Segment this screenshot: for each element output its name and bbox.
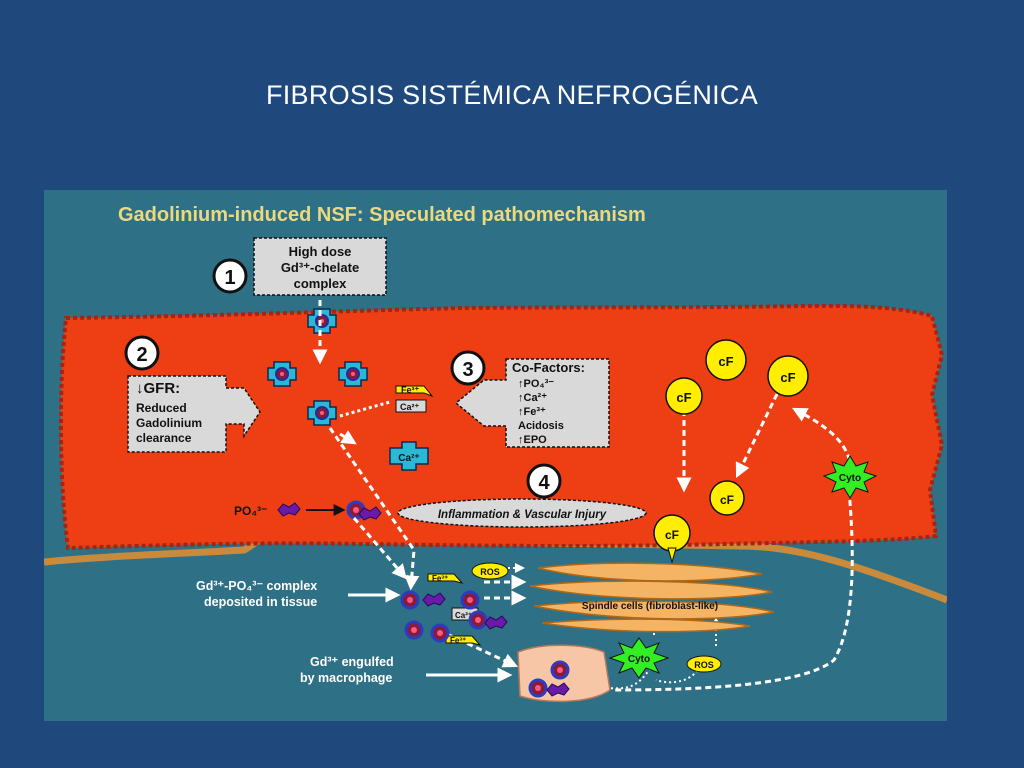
- svg-text:Gd³⁺ engulfed: Gd³⁺ engulfed: [310, 655, 394, 669]
- pathomechanism-figure: Gadolinium-induced NSF: Speculated patho…: [44, 190, 947, 721]
- po4-ion: [422, 592, 446, 607]
- box1-line-3: complex: [294, 276, 348, 291]
- svg-text:cF: cF: [718, 354, 733, 369]
- svg-text:Ca²⁺: Ca²⁺: [398, 453, 419, 464]
- svg-text:Ca²⁺: Ca²⁺: [400, 402, 420, 412]
- svg-text:Fe³⁺: Fe³⁺: [450, 636, 466, 645]
- svg-text:1: 1: [224, 267, 235, 289]
- cyto-burst: Cyto: [822, 455, 878, 499]
- svg-text:Fe³⁺: Fe³⁺: [401, 385, 420, 395]
- gd-ion: [404, 620, 424, 640]
- cf-marker: cF: [709, 480, 745, 516]
- box3-line-2: ↑Ca²⁺: [518, 392, 547, 404]
- ca-ion-vessel: Ca²⁺: [395, 399, 427, 413]
- macrophage: [517, 644, 611, 703]
- box3-line-4: Acidosis: [518, 420, 564, 432]
- box-cofactors: Co-Factors: ↑PO₄³⁻ ↑Ca²⁺ ↑Fe³⁺ Acidosis …: [454, 358, 610, 448]
- svg-text:ROS: ROS: [694, 660, 714, 670]
- svg-text:Cyto: Cyto: [839, 473, 861, 484]
- figure-title: Gadolinium-induced NSF: Speculated patho…: [118, 204, 646, 226]
- svg-text:2: 2: [136, 344, 147, 366]
- spindle-label: Spindle cells (fibroblast-like): [582, 601, 718, 612]
- gd-ion: [460, 590, 480, 610]
- ros-marker: ROS: [471, 562, 509, 580]
- svg-text:4: 4: [538, 472, 550, 494]
- svg-text:3: 3: [462, 359, 473, 381]
- box1-line-2: Gd³⁺-chelate: [281, 260, 359, 275]
- svg-text:cF: cF: [720, 493, 734, 507]
- svg-text:deposited in tissue: deposited in tissue: [204, 595, 317, 609]
- cf-marker: cF: [705, 339, 747, 381]
- cf-marker: cF: [665, 377, 703, 415]
- svg-text:Inflammation & Vascular Injury: Inflammation & Vascular Injury: [438, 509, 607, 521]
- gd-ion: [400, 590, 420, 610]
- svg-text:Cyto: Cyto: [628, 654, 650, 665]
- ros-marker: ROS: [686, 655, 722, 673]
- step-badge-3: 3: [450, 350, 486, 386]
- svg-text:Ca²⁺: Ca²⁺: [455, 611, 472, 620]
- step-badge-1: 1: [212, 258, 248, 294]
- gd-ion: [430, 623, 450, 643]
- box2-line-2: Gadolinium: [136, 416, 202, 430]
- slide-title: FIBROSIS SISTÉMICA NEFROGÉNICA: [265, 80, 759, 110]
- box3-line-3: ↑Fe³⁺: [518, 406, 546, 418]
- box1-line-1: High dose: [289, 244, 352, 259]
- fe-ion-vessel: Fe³⁺: [395, 385, 434, 398]
- box2-header: ↓GFR:: [136, 380, 180, 397]
- fe-ion-tissue: Fe³⁺: [427, 573, 464, 584]
- svg-text:ROS: ROS: [480, 567, 500, 577]
- box2-line-1: Reduced: [136, 401, 187, 415]
- svg-text:by macrophage: by macrophage: [300, 671, 392, 685]
- svg-text:cF: cF: [665, 528, 679, 542]
- inflammation-label-oval: Inflammation & Vascular Injury: [397, 498, 647, 528]
- cf-marker: cF: [653, 514, 691, 564]
- box3-line-5: ↑EPO: [518, 434, 547, 446]
- deposit-label: Gd³⁺-PO₄³⁻ complex deposited in tissue: [196, 579, 317, 609]
- tissue-ions: Fe³⁺ Ca²⁺ Fe³⁺: [400, 573, 508, 646]
- step-badge-2: 2: [124, 335, 160, 371]
- svg-text:cF: cF: [676, 390, 691, 405]
- step-badge-4: 4: [526, 463, 562, 499]
- po4-ion: [484, 615, 508, 630]
- box3-header: Co-Factors:: [512, 360, 585, 375]
- svg-text:Fe³⁺: Fe³⁺: [432, 574, 448, 583]
- cyto-burst: Cyto: [608, 637, 670, 679]
- po4-label-vessel: PO₄³⁻: [234, 504, 267, 518]
- box-high-dose-chelate: High dose Gd³⁺-chelate complex: [253, 237, 387, 296]
- ca-chelate-complex: Ca²⁺: [389, 441, 429, 471]
- svg-text:cF: cF: [780, 370, 795, 385]
- macrophage-label: Gd³⁺ engulfed by macrophage: [300, 655, 394, 685]
- cf-marker: cF: [767, 355, 809, 397]
- svg-text:Gd³⁺-PO₄³⁻ complex: Gd³⁺-PO₄³⁻ complex: [196, 579, 317, 593]
- box-reduced-clearance: ↓GFR: Reduced Gadolinium clearance: [127, 375, 261, 453]
- box3-line-1: ↑PO₄³⁻: [518, 378, 554, 390]
- box2-line-3: clearance: [136, 431, 192, 445]
- spindle-cells: Spindle cells (fibroblast-like): [529, 562, 775, 633]
- fe-ion-tissue: Fe³⁺: [445, 635, 482, 646]
- gd-ion: [468, 610, 488, 630]
